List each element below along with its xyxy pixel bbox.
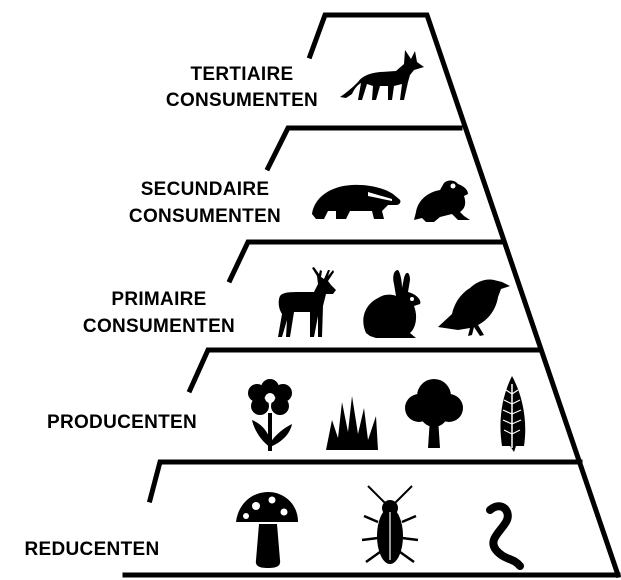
pyramid-right-edge	[306, 12, 621, 579]
tertiary-label-line1: TERTIAIRE	[191, 64, 294, 85]
producers-label: PRODUCENTEN	[47, 412, 197, 433]
badger-icon	[312, 184, 401, 219]
primary-label-line2: CONSUMENTEN	[83, 316, 235, 337]
tier-border-producers	[146, 459, 583, 504]
decomposers-label: REDUCENTEN	[25, 539, 160, 560]
fox-icon	[340, 50, 424, 100]
level-labels: TERTIAIRE CONSUMENTEN SECUNDAIRE CONSUME…	[25, 64, 318, 560]
rabbit-icon	[363, 270, 421, 338]
worm-icon	[486, 502, 524, 570]
tertiary-label-line2: CONSUMENTEN	[166, 90, 318, 111]
tier-border-secondary	[226, 239, 503, 284]
deer-icon	[278, 267, 336, 337]
secondary-label-line1: SECUNDAIRE	[141, 179, 270, 200]
primary-label-line1: PRIMAIRE	[111, 289, 206, 310]
secondary-label-line2: CONSUMENTEN	[129, 206, 281, 227]
cockroach-icon	[361, 485, 419, 564]
bird-icon	[438, 279, 510, 336]
grass-icon	[326, 396, 378, 450]
pyramid-outline	[122, 12, 621, 579]
tree-icon	[405, 379, 463, 448]
frog-icon	[414, 180, 470, 222]
tier-border-primary	[186, 347, 543, 394]
tier-border-tertiary	[264, 125, 463, 172]
fern-icon	[500, 376, 526, 452]
mushroom-icon	[236, 492, 298, 568]
flower-icon	[248, 379, 292, 451]
